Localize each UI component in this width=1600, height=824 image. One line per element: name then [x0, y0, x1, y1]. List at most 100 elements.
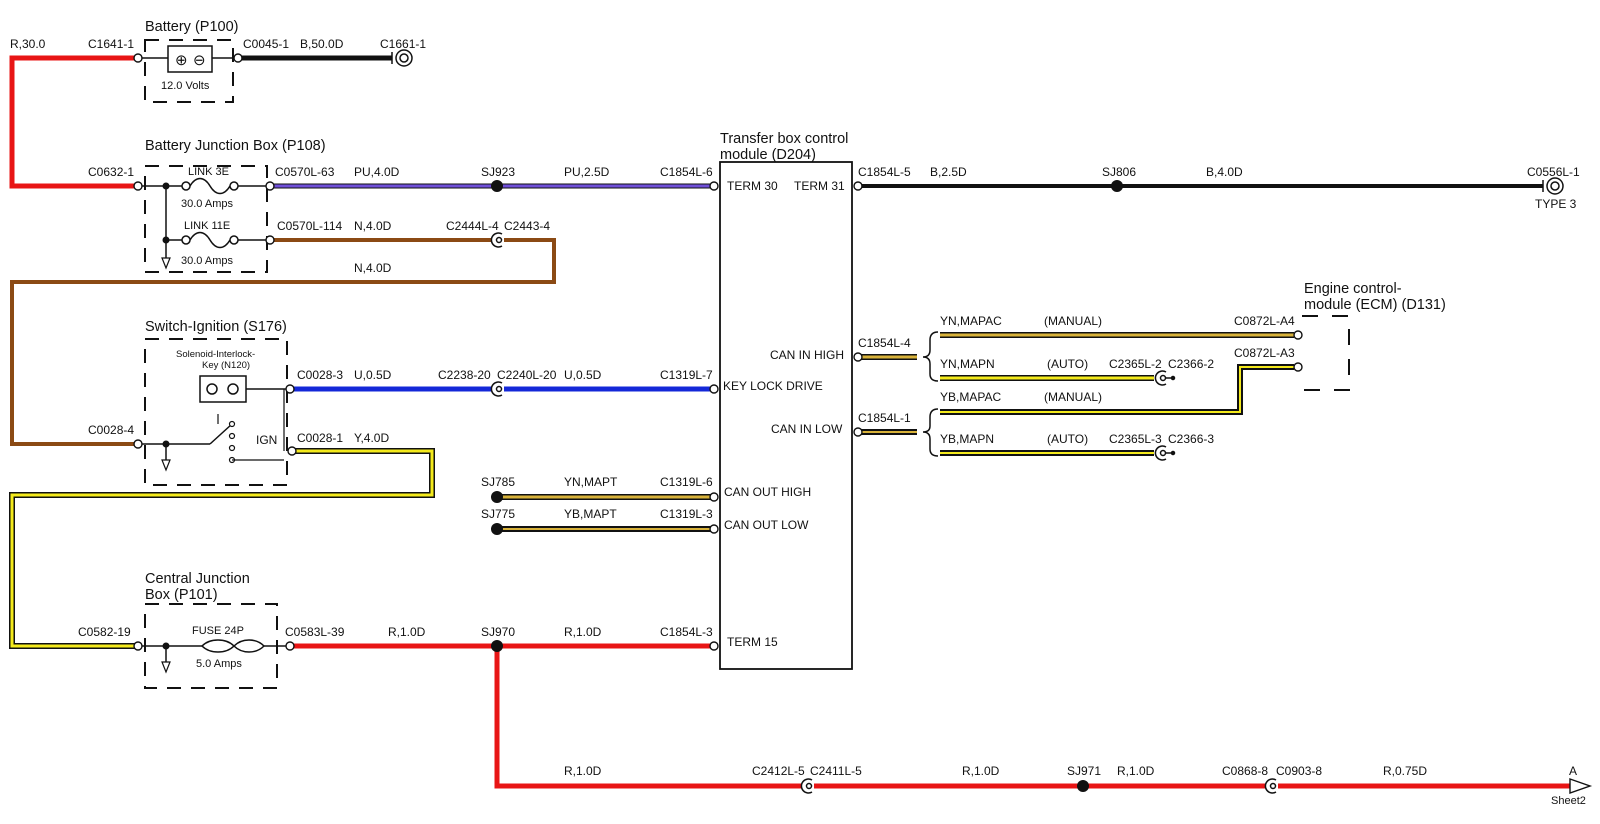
lbl-c2240l-20: C2240L-20 [497, 368, 557, 382]
bjb-link-3e: LINK 3E [188, 166, 229, 178]
pin-c1319l-3 [709, 524, 719, 534]
splice-sj785 [491, 491, 503, 503]
lbl-n40b: N,4.0D [354, 261, 392, 275]
inline-c2238-c2240l [490, 381, 503, 397]
inline-c0868-c0903 [1264, 778, 1277, 794]
ecm-title-1: Engine control- [1304, 281, 1402, 297]
pin-c0872l-a4 [1293, 330, 1303, 340]
lbl-sj775: SJ775 [481, 507, 515, 521]
lbl-r10b: R,1.0D [564, 625, 602, 639]
solenoid-label-1: Solenoid-Interlock- [176, 349, 255, 360]
lbl-c0028-4: C0028-4 [88, 423, 134, 437]
lbl-r075: R,0.75D [1383, 764, 1427, 778]
ignition-switch: Switch-Ignition (S176) Solenoid-Interloc… [140, 319, 290, 486]
splice-sj806 [1111, 180, 1123, 192]
lbl-c1854l-6: C1854L-6 [660, 165, 713, 179]
lbl-r10d: R,1.0D [962, 764, 1000, 778]
battery-title: Battery (P100) [145, 19, 239, 35]
lbl-c2365l-3: C2365L-3 [1109, 432, 1162, 446]
lbl-n40: N,4.0D [354, 219, 392, 233]
brace-can-low-icon [922, 408, 939, 457]
tcm-key-lock-drive: KEY LOCK DRIVE [723, 379, 823, 393]
battery-voltage: 12.0 Volts [161, 80, 210, 92]
pin-c0570l-114 [265, 235, 275, 245]
lbl-c0028-3: C0028-3 [297, 368, 343, 382]
lbl-c0583l-39: C0583L-39 [285, 625, 345, 639]
splice-sj970 [491, 640, 503, 652]
pin-c0872l-a3 [1293, 362, 1303, 372]
tcm-can-in-low: CAN IN LOW [771, 422, 843, 436]
switch-lever-icon [209, 423, 233, 445]
splice-sj923 [491, 180, 503, 192]
pin-c1854l-5 [853, 181, 863, 191]
lbl-c0868-8: C0868-8 [1222, 764, 1268, 778]
lbl-c2412l-5: C2412L-5 [752, 764, 805, 778]
pin-c0583l-39 [285, 641, 295, 651]
brace-can-high-icon [922, 331, 939, 382]
pin-c1854l-4 [853, 352, 863, 362]
lbl-c0045-1: C0045-1 [243, 37, 289, 51]
lbl-yb-mapac: YB,MAPAC [940, 390, 1001, 404]
lbl-c1854l-5: C1854L-5 [858, 165, 911, 179]
solenoid-label-2: Key (N120) [202, 360, 250, 371]
connector-pins [133, 53, 1303, 651]
pin-c0570l-63 [265, 181, 275, 191]
wire-labels: R,30.0 C1641-1 C0045-1 B,50.0D C1661-1 C… [10, 37, 1586, 807]
pin-c0028-1 [287, 446, 297, 456]
tcm-can-out-high: CAN OUT HIGH [724, 485, 811, 499]
pin-c0028-4 [133, 439, 143, 449]
lbl-c0903-8: C0903-8 [1276, 764, 1322, 778]
transfer-box-control-module: Transfer box control module (D204) TERM … [719, 131, 853, 670]
tcm-can-out-low: CAN OUT LOW [724, 518, 809, 532]
lbl-c0872l-a3: C0872L-A3 [1234, 346, 1295, 360]
battery-pos-icon: ⊕ [175, 52, 188, 69]
lbl-arrow-a: A [1569, 764, 1577, 778]
lbl-sj806: SJ806 [1102, 165, 1136, 179]
splice-sj971 [1077, 780, 1089, 792]
lbl-y40: Y,4.0D [354, 431, 389, 445]
battery-neg-icon: ⊖ [193, 52, 206, 69]
lbl-auto1: (AUTO) [1047, 357, 1088, 371]
lbl-u05: U,0.5D [354, 368, 392, 382]
inline-connectors [490, 232, 1277, 794]
battery-junction-box: Battery Junction Box (P108) LINK 3E 30.0… [140, 138, 326, 273]
grounds [391, 49, 1564, 195]
lbl-sj971: SJ971 [1067, 764, 1101, 778]
lbl-c2366-3: C2366-3 [1168, 432, 1214, 446]
fuse-24p-amps: 5.0 Amps [196, 658, 242, 670]
lbl-b25: B,2.5D [930, 165, 967, 179]
wire-r10-down [494, 646, 802, 789]
cjb-title-2: Box (P101) [145, 587, 218, 603]
inline-c2412l-c2411l [800, 778, 813, 794]
lbl-yn-mapac: YN,MAPAC [940, 314, 1002, 328]
pin-c0028-3 [285, 384, 295, 394]
lbl-sj970: SJ970 [481, 625, 515, 639]
fuse-24p-label: FUSE 24P [192, 625, 244, 637]
lbl-c0582-19: C0582-19 [78, 625, 131, 639]
lbl-c2444l-4: C2444L-4 [446, 219, 499, 233]
lbl-c0570l-63: C0570L-63 [275, 165, 335, 179]
lbl-c1661-1: C1661-1 [380, 37, 426, 51]
lbl-yb-mapn: YB,MAPN [940, 432, 994, 446]
lbl-c2238-20: C2238-20 [438, 368, 491, 382]
lbl-r10e: R,1.0D [1117, 764, 1155, 778]
inline-c2444l-c2443 [490, 232, 503, 248]
tcm-term31: TERM 31 [794, 179, 845, 193]
lbl-c2443-4: C2443-4 [504, 219, 550, 233]
lbl-c0570l-114: C0570L-114 [277, 219, 342, 233]
lbl-c1641-1: C1641-1 [88, 37, 134, 51]
lbl-c0028-1: C0028-1 [297, 431, 343, 445]
tcm-term15: TERM 15 [727, 635, 778, 649]
lbl-auto2: (AUTO) [1047, 432, 1088, 446]
ground-c1661-1-icon [391, 49, 413, 67]
ecm-title-2: module (ECM) (D131) [1304, 297, 1446, 313]
bjb-amps-1: 30.0 Amps [181, 198, 233, 210]
lbl-c1319l-6: C1319L-6 [660, 475, 713, 489]
tcm-title-2: module (D204) [720, 147, 816, 163]
inline-c2365l2-c2366 [1154, 370, 1176, 386]
lbl-sj785: SJ785 [481, 475, 515, 489]
pin-c1319l-7 [709, 384, 719, 394]
battery-cell [167, 45, 213, 73]
lbl-c1854l-1: C1854L-1 [858, 411, 911, 425]
